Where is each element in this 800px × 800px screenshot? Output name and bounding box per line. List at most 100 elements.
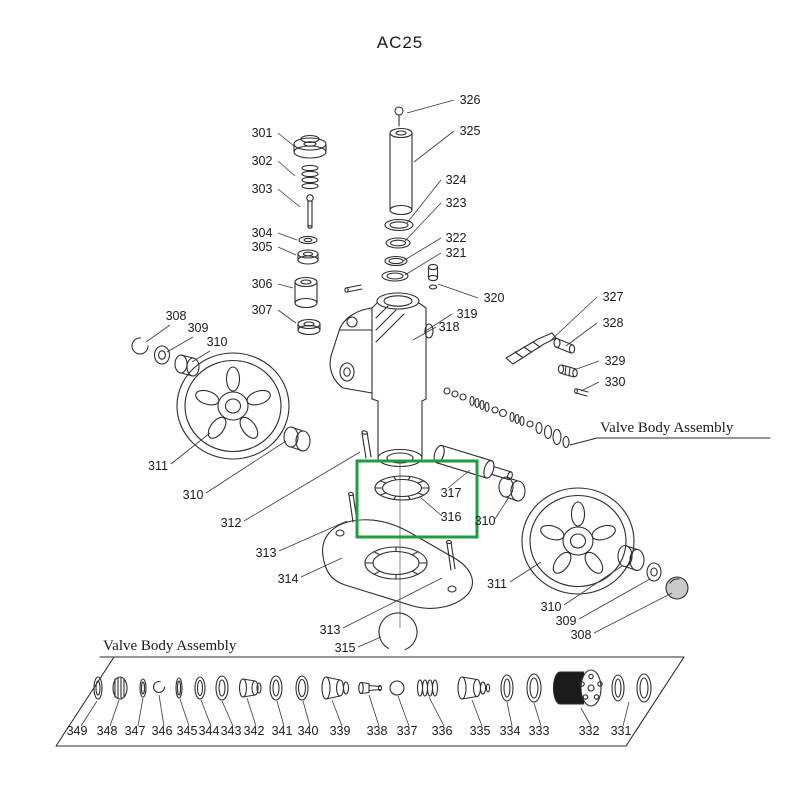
- leader-line-312: [243, 451, 361, 522]
- leader-line-320: [437, 283, 479, 299]
- part-label-339: 339: [330, 724, 351, 738]
- leader-line-314: [300, 557, 343, 578]
- leader-line-310: [494, 496, 510, 520]
- part-label-345: 345: [177, 724, 198, 738]
- part-label-330: 330: [605, 375, 626, 389]
- leader-line-327: [548, 296, 598, 343]
- retaining-ring-315: [378, 612, 418, 652]
- leader-line-321: [404, 252, 442, 276]
- leader-line-310: [191, 350, 211, 363]
- left-axle-parts: [131, 337, 311, 452]
- leader-line-332: [580, 707, 592, 727]
- leader-line-333: [533, 702, 542, 727]
- plunger-parts: [381, 106, 439, 290]
- part-label-308: 308: [571, 628, 592, 642]
- part-label-319: 319: [457, 307, 478, 321]
- leader-line-301: [277, 132, 295, 147]
- leader-line-339: [331, 699, 343, 727]
- part-label-309: 309: [556, 614, 577, 628]
- leader-line-346: [158, 694, 165, 727]
- part-label-328: 328: [603, 316, 624, 330]
- part-label-309: 309: [188, 321, 209, 335]
- leader-line-303: [277, 188, 301, 208]
- part-label-320: 320: [484, 291, 505, 305]
- part-label-307: 307: [252, 303, 273, 317]
- assembly-pointer-right: [569, 437, 598, 446]
- part-label-314: 314: [278, 572, 299, 586]
- leader-line-318: [412, 326, 437, 341]
- leader-line-302: [277, 160, 296, 177]
- leader-line-334: [506, 701, 513, 727]
- part-label-334: 334: [500, 724, 521, 738]
- right-wheel: [521, 487, 635, 595]
- leader-line-335: [471, 699, 483, 727]
- leader-line-331: [622, 701, 630, 727]
- part-label-340: 340: [298, 724, 319, 738]
- part-label-321: 321: [446, 246, 467, 260]
- part-label-310: 310: [475, 514, 496, 528]
- part-label-349: 349: [67, 724, 88, 738]
- leader-line-309: [166, 336, 194, 353]
- leader-line-309: [578, 578, 651, 620]
- leader-line-348: [109, 699, 120, 727]
- part-label-338: 338: [367, 724, 388, 738]
- part-label-311: 311: [148, 459, 168, 473]
- leader-line-319: [423, 313, 453, 333]
- pump-body: [329, 284, 434, 468]
- leader-line-338: [368, 694, 380, 727]
- part-label-332: 332: [579, 724, 600, 738]
- part-label-317: 317: [441, 486, 462, 500]
- leader-line-310: [205, 440, 287, 494]
- part-label-306: 306: [252, 277, 273, 291]
- leader-line-311: [170, 432, 211, 465]
- part-label-303: 303: [252, 182, 273, 196]
- part-label-326: 326: [460, 93, 481, 107]
- leader-line-306: [277, 283, 294, 289]
- part-label-313: 313: [256, 546, 277, 560]
- leader-line-341: [276, 700, 285, 727]
- part-label-304: 304: [252, 226, 273, 240]
- leader-line-323: [404, 202, 442, 242]
- part-label-331: 331: [611, 724, 632, 738]
- release-lever: [505, 332, 589, 397]
- page-title: AC25: [377, 33, 424, 52]
- part-label-305: 305: [252, 240, 273, 254]
- leader-line-345: [179, 698, 190, 727]
- part-label-329: 329: [605, 354, 626, 368]
- pins-313: [348, 491, 456, 571]
- leader-line-329: [573, 360, 600, 371]
- part-label-346: 346: [152, 724, 173, 738]
- part-label-312: 312: [221, 516, 242, 530]
- left-wheel: [176, 352, 290, 460]
- part-label-343: 343: [221, 724, 242, 738]
- leader-lines: [80, 99, 673, 727]
- top-stack-parts: [293, 134, 327, 336]
- part-label-348: 348: [97, 724, 118, 738]
- leader-line-313: [278, 520, 348, 552]
- leader-line-328: [565, 322, 598, 347]
- part-label-322: 322: [446, 231, 467, 245]
- part-label-301: 301: [252, 126, 273, 140]
- part-label-316: 316: [441, 510, 462, 524]
- valve-body-panel: [55, 656, 685, 747]
- leader-line-344: [200, 699, 212, 727]
- part-label-342: 342: [244, 724, 265, 738]
- highlight-box: [355, 459, 479, 539]
- part-label-347: 347: [125, 724, 146, 738]
- leader-line-337: [397, 695, 410, 727]
- leader-line-315: [357, 636, 382, 648]
- center-roller-310: [498, 476, 526, 502]
- pin-312: [361, 430, 372, 459]
- leader-line-304: [277, 232, 298, 241]
- leader-line-342: [246, 697, 257, 727]
- part-label-324: 324: [446, 173, 467, 187]
- part-label-313: 313: [320, 623, 341, 637]
- leader-line-311: [509, 561, 542, 583]
- leader-line-322: [402, 237, 442, 262]
- part-label-344: 344: [199, 724, 220, 738]
- part-label-318: 318: [439, 320, 460, 334]
- valve-body-assembly-label-right: Valve Body Assembly: [600, 420, 734, 436]
- part-label-302: 302: [252, 154, 273, 168]
- leader-line-317: [447, 469, 471, 489]
